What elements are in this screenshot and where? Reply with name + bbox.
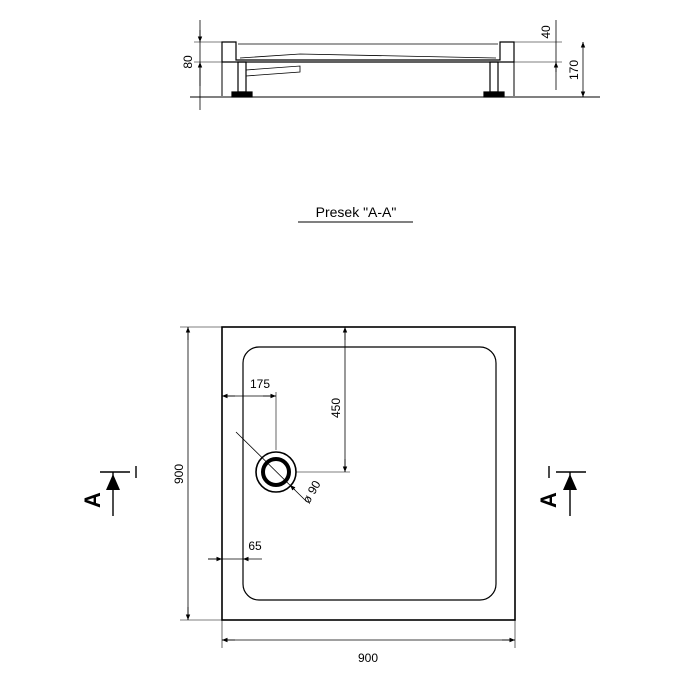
section-label-right: A <box>536 492 561 508</box>
section-marker-right <box>548 466 586 516</box>
foot-left <box>237 61 247 93</box>
tray-inner-slope <box>238 43 498 59</box>
foot-right <box>489 61 499 93</box>
section-title: Presek "A-A" <box>316 204 397 220</box>
tray-profile <box>221 41 515 63</box>
dim-edge: 65 <box>248 539 262 553</box>
dim-width: 900 <box>358 651 378 665</box>
side-dim-left: 80 <box>181 55 195 69</box>
tray-outer-edge <box>221 326 516 621</box>
section-label-left: A <box>80 492 105 508</box>
side-dim-right-top: 40 <box>539 25 553 39</box>
drain-inner <box>261 457 291 487</box>
dim-drain-diameter: ø 90 <box>299 478 323 506</box>
dim-drain-x: 175 <box>250 377 270 391</box>
dim-height: 900 <box>172 464 186 484</box>
plan-view <box>100 326 586 648</box>
section-marker-left <box>100 466 137 516</box>
side-view <box>190 20 600 110</box>
side-dim-right: 170 <box>567 60 581 80</box>
dim-drain-y: 450 <box>329 398 343 418</box>
tray-basin <box>242 346 497 601</box>
